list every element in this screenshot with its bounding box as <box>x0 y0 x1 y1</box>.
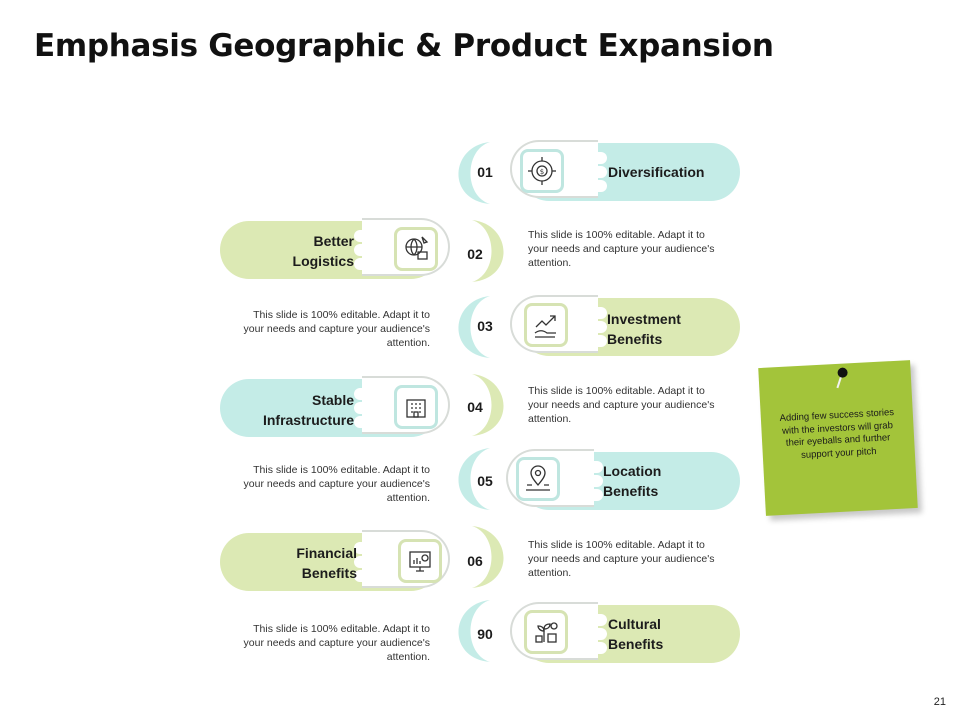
pill-tab <box>354 570 386 582</box>
pill-tab <box>354 556 386 568</box>
sticky-note: Adding few success stories with the inve… <box>758 360 918 516</box>
item-label: Diversification <box>608 164 705 180</box>
svg-text:$: $ <box>540 168 544 176</box>
item-number: 05 <box>477 473 493 489</box>
item-number: 02 <box>467 246 483 262</box>
item-description: This slide is 100% editable. Adapt it to… <box>243 623 430 663</box>
target-dollar-icon: $ <box>520 149 564 193</box>
pill-tab <box>571 461 603 473</box>
item-description: This slide is 100% editable. Adapt it to… <box>243 464 430 504</box>
page-title: Emphasis Geographic & Product Expansion <box>34 28 774 64</box>
pill-tab <box>571 489 603 501</box>
pill-tab <box>575 321 607 333</box>
pill-tab <box>575 628 607 640</box>
pill-tab <box>575 335 607 347</box>
pill-tab <box>571 475 603 487</box>
pill-tab <box>575 152 607 164</box>
pill-tab <box>354 230 386 242</box>
connector-arc <box>458 142 490 204</box>
investment-growth-icon <box>524 303 568 347</box>
item-number: 04 <box>467 399 483 415</box>
pill-tab <box>354 244 386 256</box>
pill-tab <box>575 307 607 319</box>
item-number: 03 <box>477 318 493 334</box>
item-number: 01 <box>477 164 493 180</box>
logistics-globe-icon <box>394 227 438 271</box>
connector-arc <box>458 448 490 510</box>
connector-arc <box>472 374 504 436</box>
pill-tab <box>354 402 386 414</box>
item-number: 90 <box>477 626 493 642</box>
pill-tab <box>354 388 386 400</box>
pill-tab <box>575 614 607 626</box>
building-icon <box>394 385 438 429</box>
item-description: This slide is 100% editable. Adapt it to… <box>243 309 430 349</box>
pill-tab <box>575 166 607 178</box>
pill-tab <box>575 180 607 192</box>
connector-arc <box>472 220 504 282</box>
pill-tab <box>354 258 386 270</box>
connector-arc <box>472 526 504 588</box>
pill-tab <box>354 416 386 428</box>
financial-chart-icon <box>398 539 442 583</box>
item-description: This slide is 100% editable. Adapt it to… <box>528 385 715 425</box>
page-number: 21 <box>933 696 946 708</box>
sticky-note-text: Adding few success stories with the inve… <box>779 407 895 461</box>
pill-tab <box>575 642 607 654</box>
cultural-growth-icon <box>524 610 568 654</box>
pushpin-icon <box>836 367 848 389</box>
connector-arc <box>458 296 490 358</box>
item-number: 06 <box>467 553 483 569</box>
item-description: This slide is 100% editable. Adapt it to… <box>528 229 715 269</box>
item-description: This slide is 100% editable. Adapt it to… <box>528 539 715 579</box>
connector-arc <box>458 600 490 662</box>
location-pin-icon <box>516 457 560 501</box>
pill-tab <box>354 542 386 554</box>
